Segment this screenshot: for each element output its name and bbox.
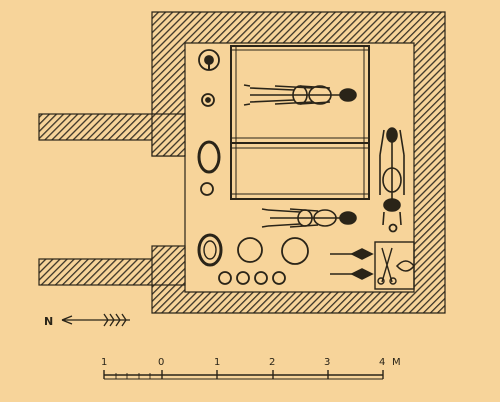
skeleton-right — [379, 127, 405, 226]
burial-pits — [230, 45, 370, 200]
north-arrow: N — [44, 313, 130, 328]
passage-wall-lower — [38, 258, 154, 286]
scissors-icon — [377, 247, 397, 285]
vessel-round-a — [237, 237, 263, 263]
scale-bar: 1 0 1 2 3 4 M — [101, 357, 401, 380]
spearhead-1 — [330, 248, 374, 260]
spearhead-2 — [330, 268, 374, 280]
scale-tick-label: 0 — [158, 357, 164, 368]
vessel-small-right — [388, 223, 398, 233]
vessel-small-top — [201, 93, 215, 107]
vessel-small-mid — [200, 182, 214, 196]
skeleton-upper-pit — [243, 84, 357, 106]
scale-tick-label: 4 — [379, 357, 385, 368]
scale-tick-label: 1 — [214, 357, 220, 368]
scale-tick-label: 3 — [324, 357, 330, 368]
passage-wall-lower-joint — [151, 245, 186, 286]
skeleton-icon — [243, 84, 405, 228]
burial-pit-lower — [230, 142, 370, 200]
scale-unit-label: M — [392, 357, 401, 368]
vessel-round-b — [281, 237, 309, 265]
vessel-oval-upper — [197, 140, 221, 174]
vessel-cup-4 — [272, 271, 286, 285]
main-wall — [151, 11, 446, 314]
vessel-icon — [197, 49, 398, 285]
grave-goods-niche — [374, 241, 416, 290]
tomb-walls — [38, 11, 446, 314]
scale-tick-label: 1 — [101, 357, 107, 368]
vessel-cup-3 — [254, 271, 268, 285]
arrow-icon — [61, 313, 130, 327]
skeleton-lower — [261, 208, 357, 228]
passage-wall-upper — [38, 113, 154, 141]
spearhead-icon — [330, 248, 374, 280]
passage-wall-upper-joint — [151, 113, 186, 157]
vessel-cup-2 — [236, 271, 250, 285]
vessel-oval-lower — [197, 233, 223, 267]
vessel-cup-1 — [218, 271, 232, 285]
vessel-ring-top — [198, 49, 220, 71]
scale-tick-label: 2 — [269, 357, 275, 368]
north-label: N — [44, 315, 53, 328]
